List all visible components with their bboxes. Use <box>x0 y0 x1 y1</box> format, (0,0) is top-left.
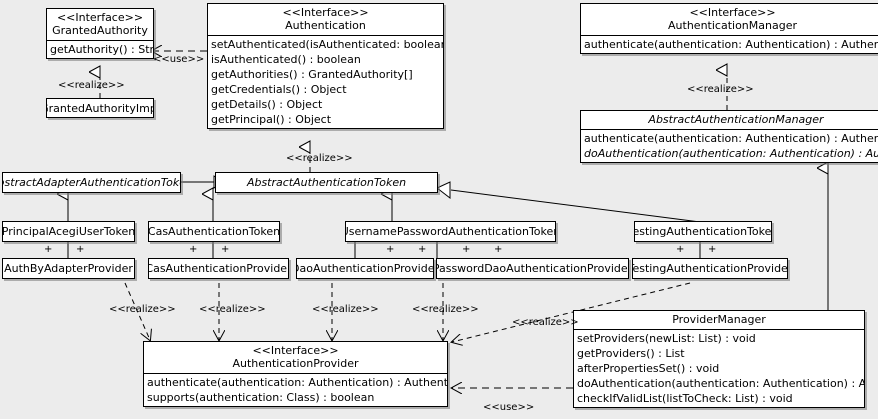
edge-label-realize-testing-provider: <<realize>> <box>512 317 579 328</box>
member-row: checkIfValidList(listToCheck: List) : vo… <box>577 392 793 405</box>
class-abstract-authentication-token[interactable]: AbstractAuthenticationToken <box>215 172 438 193</box>
class-members: authenticate(authentication: Authenticat… <box>144 374 447 406</box>
stereotype-label: <<Interface>> <box>56 11 144 24</box>
edge-label-use-granted-authority: <<use>> <box>153 54 205 65</box>
association-multiplicity: + <box>189 244 198 255</box>
class-authentication-provider[interactable]: <<Interface>> AuthenticationProvider aut… <box>143 341 448 407</box>
class-header: <<Interface>> AuthenticationManager <box>581 4 878 35</box>
class-name-label: AuthByAdapterProvider <box>4 262 133 275</box>
class-cas-authentication-token[interactable]: CasAuthenticationToken <box>148 221 280 242</box>
class-header: AbstractAuthenticationManager <box>581 111 878 129</box>
class-password-dao-authentication-provider[interactable]: PasswordDaoAuthenticationProvider <box>436 258 629 279</box>
class-principal-acegi-user-token[interactable]: PrincipalAcegiUserToken <box>2 221 135 242</box>
member-row: getAuthority() : String <box>50 43 154 56</box>
member-row: setProviders(newList: List) : void <box>577 332 756 345</box>
class-cas-authentication-provider[interactable]: CasAuthenticationProvider <box>148 258 289 279</box>
edge-label-realize-password-dao-provider: <<realize>> <box>412 304 479 315</box>
stereotype-label: <<Interface>> <box>689 6 776 19</box>
association-multiplicity: + <box>418 244 427 255</box>
member-row: getDetails() : Object <box>211 98 323 111</box>
class-members: authenticate(authentication: Authenticat… <box>581 36 878 53</box>
association-multiplicity: + <box>494 244 503 255</box>
class-members: getAuthority() : String <box>47 41 153 58</box>
class-name-label: TestingAuthenticationToken <box>634 225 772 238</box>
class-name-label: UsernamePasswordAuthenticationToken <box>345 225 556 238</box>
class-name-label: GrantedAuthorityImpl <box>46 101 154 115</box>
class-name-label: PrincipalAcegiUserToken <box>2 225 135 238</box>
class-name-label: DaoAuthenticationProvider <box>296 262 434 275</box>
member-row: doAuthentication(authentication: Authent… <box>577 377 864 390</box>
class-name-label: TestingAuthenticationProvider <box>632 262 788 275</box>
class-auth-by-adapter-provider[interactable]: AuthByAdapterProvider <box>2 258 135 279</box>
edge-label-realize-granted-authority-impl: <<realize>> <box>58 80 125 91</box>
member-row: authenticate(authentication: Authenticat… <box>147 376 448 389</box>
member-row: doAuthentication(authentication: Authent… <box>584 147 878 160</box>
class-name-label: AuthenticationManager <box>668 19 797 32</box>
edge-label-realize-abstract-authentication-manager: <<realize>> <box>687 84 754 95</box>
class-members: setProviders(newList: List) : void getPr… <box>574 330 864 407</box>
class-granted-authority-impl[interactable]: GrantedAuthorityImpl <box>46 98 154 118</box>
class-dao-authentication-provider[interactable]: DaoAuthenticationProvider <box>296 258 434 279</box>
class-provider-manager[interactable]: ProviderManager setProviders(newList: Li… <box>573 310 865 408</box>
class-header: <<Interface>> AuthenticationProvider <box>144 342 447 373</box>
class-header: <<Interface>> Authentication <box>208 4 443 35</box>
stereotype-label: <<Interface>> <box>282 6 369 19</box>
divider <box>144 373 447 374</box>
class-members: authenticate(authentication: Authenticat… <box>581 130 878 162</box>
class-authentication[interactable]: <<Interface>> Authentication setAuthenti… <box>207 3 444 129</box>
edge-label-realize-dao-provider: <<realize>> <box>312 304 379 315</box>
member-row: authenticate(authentication: Authenticat… <box>584 38 878 51</box>
association-multiplicity: + <box>462 244 471 255</box>
divider <box>208 35 443 36</box>
association-multiplicity: + <box>386 244 395 255</box>
class-name-label: PasswordDaoAuthenticationProvider <box>436 262 629 275</box>
member-row: afterPropertiesSet() : void <box>577 362 720 375</box>
class-abstract-adapter-authentication-token[interactable]: AbstractAdapterAuthenticationToken <box>2 172 181 193</box>
class-header: ProviderManager <box>574 311 864 329</box>
member-row: supports(authentication: Class) : boolea… <box>147 391 375 404</box>
member-row: isAuthenticated() : boolean <box>211 53 361 66</box>
class-name-label: AuthenticationProvider <box>232 357 359 370</box>
association-multiplicity: + <box>76 244 85 255</box>
class-abstract-authentication-manager[interactable]: AbstractAuthenticationManager authentica… <box>580 110 878 163</box>
edge-label-use-provider-manager: <<use>> <box>483 402 535 413</box>
class-header: <<Interface>> GrantedAuthority <box>47 9 153 40</box>
member-row: authenticate(authentication: Authenticat… <box>584 132 878 145</box>
class-name-label: CasAuthenticationProvider <box>148 262 289 275</box>
member-row: getProviders() : List <box>577 347 685 360</box>
class-name-label: AbstractAuthenticationManager <box>648 113 824 126</box>
class-name-label: GrantedAuthority <box>52 24 148 37</box>
association-multiplicity: + <box>708 244 717 255</box>
class-name-label: AbstractAdapterAuthenticationToken <box>3 176 180 189</box>
edge-label-realize-authentication-token: <<realize>> <box>286 153 353 164</box>
divider <box>47 40 153 41</box>
class-name-label: AbstractAuthenticationToken <box>246 176 407 189</box>
class-name-label: CasAuthenticationToken <box>148 225 280 238</box>
class-testing-authentication-provider[interactable]: TestingAuthenticationProvider <box>632 258 788 279</box>
association-multiplicity: + <box>676 244 685 255</box>
member-row: setAuthenticated(isAuthenticated: boolea… <box>211 38 443 51</box>
class-username-password-authentication-token[interactable]: UsernamePasswordAuthenticationToken <box>345 221 556 242</box>
class-granted-authority[interactable]: <<Interface>> GrantedAuthority getAuthor… <box>46 8 154 59</box>
divider <box>581 35 878 36</box>
edge-label-realize-cas-provider: <<realize>> <box>199 304 266 315</box>
class-testing-authentication-token[interactable]: TestingAuthenticationToken <box>634 221 772 242</box>
edge-label-realize-auth-by-adapter-provider: <<realize>> <box>109 304 176 315</box>
class-name-label: ProviderManager <box>672 313 766 326</box>
stereotype-label: <<Interface>> <box>252 344 339 357</box>
class-authentication-manager[interactable]: <<Interface>> AuthenticationManager auth… <box>580 3 878 54</box>
member-row: getCredentials() : Object <box>211 83 347 96</box>
class-name-label: Authentication <box>285 19 366 32</box>
class-members: setAuthenticated(isAuthenticated: boolea… <box>208 36 443 128</box>
association-multiplicity: + <box>44 244 53 255</box>
member-row: getPrincipal() : Object <box>211 113 332 126</box>
divider <box>581 129 878 130</box>
divider <box>574 329 864 330</box>
association-multiplicity: + <box>221 244 230 255</box>
member-row: getAuthorities() : GrantedAuthority[] <box>211 68 413 81</box>
